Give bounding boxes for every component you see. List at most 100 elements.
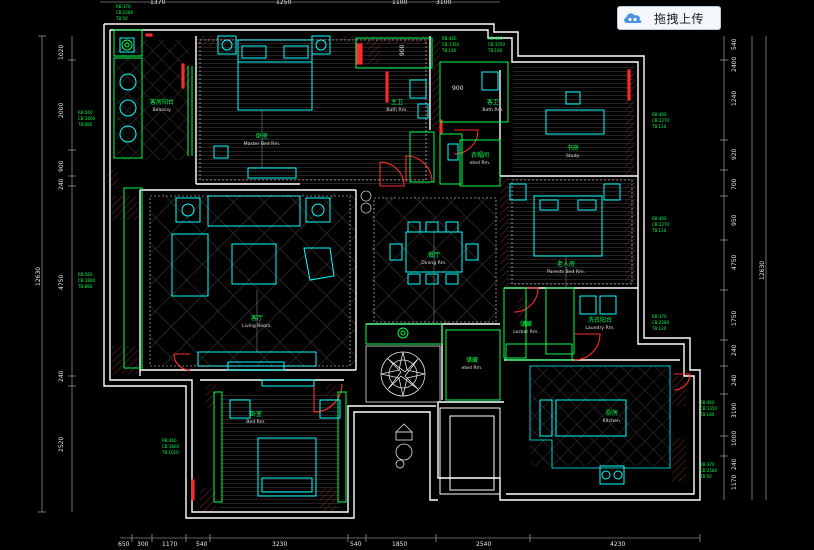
room-label: 厨房 [606,409,618,417]
column-markers [360,190,372,214]
spec-notes: RB:370 CB:2280 TB:50 RB:560 CB:1800 TB:8… [77,4,718,479]
room-label: 卧室 [250,410,262,418]
svg-text:900: 900 [58,160,65,172]
svg-text:RB:370: RB:370 [700,462,715,467]
room-label-en: Living Room. [242,323,272,329]
svg-text:2520: 2520 [58,437,65,452]
svg-text:TB:120: TB:120 [651,228,667,233]
svg-text:RB:560: RB:560 [78,272,93,277]
cabinetry [113,29,575,503]
svg-text:700: 700 [731,178,738,190]
svg-text:1850: 1850 [392,541,407,548]
room-label-en: Master Bed Rm. [244,141,281,147]
svg-text:4750: 4750 [731,255,738,270]
room-label-en: Bath Rm. [482,107,503,113]
svg-text:1170: 1170 [731,475,738,490]
room-label: 客卫 [487,98,499,106]
svg-text:2540: 2540 [476,541,491,548]
svg-text:CB:1800: CB:1800 [78,278,96,283]
svg-text:1020: 1020 [58,45,65,60]
svg-text:2400: 2400 [731,57,738,72]
svg-text:CB:2280: CB:2280 [116,10,134,15]
svg-text:1250: 1250 [276,0,291,6]
svg-text:TB:180: TB:180 [487,48,503,53]
room-label: 衣帽间 [471,151,489,159]
svg-text:920: 920 [731,148,738,160]
svg-text:240: 240 [58,370,65,382]
room-label-en: eted Rm. [470,160,491,166]
svg-text:RB:460: RB:460 [652,112,667,117]
room-label-en: Balcony. [152,107,171,113]
drag-upload-button[interactable]: 拖拽上传 [617,6,721,30]
svg-text:650: 650 [118,541,130,548]
room-label-en: Locker Rm. [513,329,539,335]
door-swings [145,33,691,501]
room-label-en: Parents Bed Rm. [547,269,585,275]
room-label: 老人房 [557,260,575,268]
room-label: 卧室 [256,132,268,140]
svg-text:1100: 1100 [392,0,407,6]
svg-text:CB:1350: CB:1350 [700,406,718,411]
svg-text:RB:460: RB:460 [162,438,177,443]
svg-text:3230: 3230 [272,541,287,548]
svg-text:TB:50: TB:50 [699,474,712,479]
room-label-en: Laundry Rm. [585,325,614,331]
svg-text:RB:460: RB:460 [700,400,715,405]
room-label: 储藏 [466,356,478,364]
svg-text:CB:2280: CB:2280 [652,320,670,325]
svg-text:1000: 1000 [731,431,738,446]
svg-text:3100: 3100 [436,0,451,6]
room-label-en: eted Rm. [462,365,483,371]
room-label-en: Kitchen. [603,418,622,424]
svg-text:RB:370: RB:370 [116,4,131,9]
washing-machine-icon [395,423,413,469]
ceiling-outlines [149,39,633,367]
svg-text:12630: 12630 [759,261,766,280]
svg-text:RB:370: RB:370 [652,314,667,319]
svg-text:240: 240 [731,374,738,386]
svg-text:CB:1800: CB:1800 [162,444,180,449]
svg-text:1240: 1240 [731,91,738,106]
svg-text:CB:2270: CB:2270 [652,118,670,123]
svg-text:900: 900 [452,85,464,92]
svg-text:12630: 12630 [35,267,42,286]
upload-button-label: 拖拽上传 [654,11,705,26]
svg-text:3190: 3190 [731,403,738,418]
svg-text:540: 540 [350,541,362,548]
room-label: 餐厅 [428,251,440,259]
svg-text:4230: 4230 [610,541,625,548]
svg-text:900: 900 [399,44,406,56]
svg-text:RB:460: RB:460 [442,36,457,41]
room-label-en: Study. [566,153,580,159]
exterior-walls [103,23,701,519]
room-label-en: Dining Rm. [421,260,446,266]
svg-text:1170: 1170 [162,541,177,548]
room-label: 客厅 [251,314,263,322]
svg-text:CB:2270: CB:2270 [652,222,670,227]
room-label: 客房阳台 [150,98,174,106]
svg-text:RB:460: RB:460 [652,216,667,221]
svg-text:1370: 1370 [150,0,165,6]
svg-text:RB:460: RB:460 [488,36,503,41]
cloud-upload-icon [624,13,642,23]
svg-text:240: 240 [731,344,738,356]
plant-icon [121,39,409,339]
room-label-en: Bed Rm. [246,419,265,425]
kitchen-outline [529,365,671,469]
svg-text:300: 300 [137,541,149,548]
svg-text:TB:880: TB:880 [77,284,93,289]
svg-text:540: 540 [731,38,738,50]
svg-text:TB:50: TB:50 [115,16,128,21]
room-labels: 卧室 Master Bed Rm. 客房阳台 Balcony. 主卫 Bath … [150,98,621,425]
svg-text:TB:1010: TB:1010 [161,450,179,455]
room-label-en: Bath Rm. [386,107,407,113]
svg-text:CB:1800: CB:1800 [78,116,96,121]
svg-text:TB:120: TB:120 [651,326,667,331]
svg-text:2000: 2000 [58,103,65,118]
svg-text:TB:180: TB:180 [441,48,457,53]
svg-text:CB:1350: CB:1350 [442,42,460,47]
svg-text:CB:1550: CB:1550 [488,42,506,47]
furniture [119,35,627,497]
svg-text:RB:560: RB:560 [78,110,93,115]
svg-text:TB:880: TB:880 [77,122,93,127]
